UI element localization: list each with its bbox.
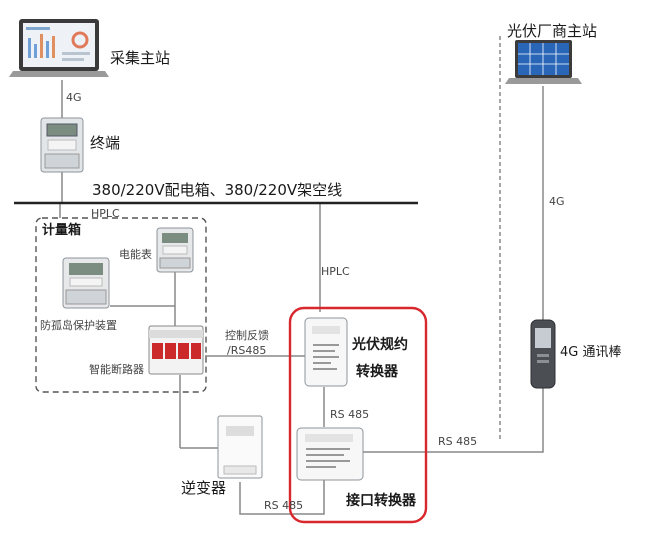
anti-islanding-icon xyxy=(62,257,110,309)
laptop-icon xyxy=(9,19,109,77)
master-station-label: 采集主站 xyxy=(110,49,171,67)
pv-converter-icon xyxy=(304,317,348,387)
interface-converter-icon xyxy=(296,427,364,481)
terminal-icon xyxy=(40,117,84,173)
solar-laptop-icon xyxy=(505,40,582,84)
comm-stick-label: 4G 通讯棒 xyxy=(560,345,622,360)
link-rs485-pv-interface: RS 485 xyxy=(330,408,370,421)
energy-meter-label: 电能表 xyxy=(119,248,152,261)
pv-converter-label-2: 转换器 xyxy=(356,364,398,380)
line-inverter-interface xyxy=(239,480,325,515)
line-interface-stick xyxy=(363,388,544,453)
metering-box-label: 计量箱 xyxy=(42,223,82,238)
link-control-feedback: 控制反馈 xyxy=(225,329,269,342)
connection-lines xyxy=(59,36,544,515)
highlight-frame xyxy=(288,306,428,524)
link-control-rs485: /RS485 xyxy=(227,344,267,357)
anti-islanding-label: 防孤岛保护装置 xyxy=(40,319,117,332)
link-rs485-inverter-interface: RS 485 xyxy=(264,499,304,512)
smart-breaker-icon xyxy=(148,325,204,375)
link-rs485-interface-stick: RS 485 xyxy=(438,435,478,448)
pv-converter-label-1: 光伏规约 xyxy=(352,337,408,353)
link-4g-master-terminal: 4G xyxy=(66,91,82,104)
bus-line-label: 380/220V配电箱、380/220V架空线 xyxy=(92,181,343,199)
inverter-icon xyxy=(217,415,263,479)
inverter-label: 逆变器 xyxy=(181,479,227,497)
link-4g-pv-master: 4G xyxy=(549,195,565,208)
link-hplc-pv-converter: HPLC xyxy=(321,265,350,278)
energy-meter-icon xyxy=(156,227,194,273)
smart-breaker-label: 智能断路器 xyxy=(89,363,144,376)
comm-stick-icon xyxy=(530,319,556,389)
link-hplc-box: HPLC xyxy=(91,207,120,220)
terminal-label: 终端 xyxy=(90,134,121,152)
pv-master-station-label: 光伏厂商主站 xyxy=(507,22,598,40)
interface-converter-label: 接口转换器 xyxy=(346,493,416,509)
